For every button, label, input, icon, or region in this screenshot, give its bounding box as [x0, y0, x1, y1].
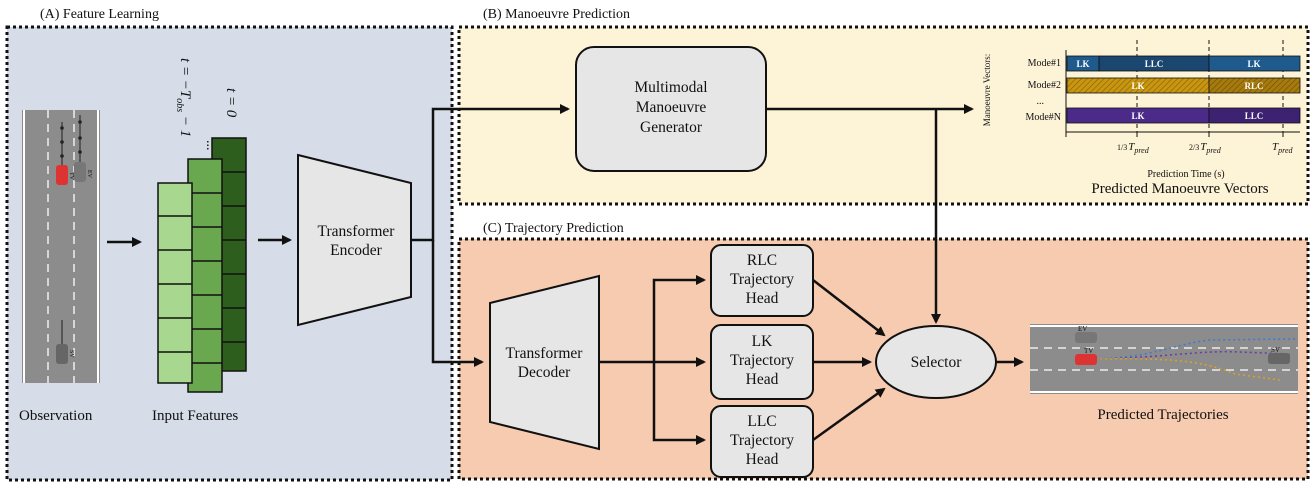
manoeuvre-vectors-axis-label: Manoeuvre Vectors:: [982, 54, 992, 127]
panel-a-title: (A) Feature Learning: [40, 7, 159, 22]
transformer-encoder-box: [297, 153, 412, 327]
mode-1-label: Mode#1: [1028, 58, 1061, 69]
ellipsis-label: ...: [203, 140, 218, 151]
encoder-to-generator-connector: [411, 104, 570, 242]
prediction-time-label: Prediction Time (s): [1147, 169, 1224, 180]
mode-1-segment-3: [1208, 55, 1301, 72]
sv-vehicle-icon: [56, 344, 68, 364]
predicted-trajectories-label: Predicted Trajectories: [1097, 407, 1228, 423]
llc-trajectory-head: [710, 405, 814, 478]
arrow-to-rlc-head: [652, 275, 706, 362]
sv-vehicle-icon-pred: [1268, 353, 1290, 364]
input-features-label: Input Features: [152, 408, 238, 424]
mode-2-label: Mode#2: [1028, 80, 1061, 91]
observation-road: EV TV SV: [22, 110, 100, 383]
mode-n-seg-2-text: LLC: [1245, 111, 1264, 121]
arrow-to-llc-head: [652, 362, 706, 445]
tick-full: Tpred: [1272, 141, 1293, 155]
tag-ev-observation: EV: [86, 170, 92, 179]
target-vehicle-icon-pred: [1075, 354, 1097, 365]
predicted-manoeuvre-vectors-label: Predicted Manoeuvre Vectors: [1091, 181, 1268, 197]
t-obs-label: t = −Tobs − 1: [174, 58, 193, 137]
target-vehicle-icon: [56, 165, 68, 185]
mode-2-seg-1-text: LK: [1131, 81, 1144, 91]
mode-n-seg-1-text: LK: [1131, 111, 1144, 121]
tag-sv-observation: SV: [68, 350, 74, 358]
t-zero-label: t = 0: [223, 88, 239, 118]
manoeuvre-vector-chart: Manoeuvre Vectors: Mode#1 Mode#2 ... Mod…: [982, 40, 1301, 180]
tag-ev-pred: EV: [1078, 325, 1087, 333]
transformer-decoder-box: [489, 274, 600, 451]
tag-tv-observation: TV: [68, 172, 74, 181]
tick-one-third: 1/3Tpred: [1117, 141, 1150, 155]
ev-vehicle-icon-pred: [1075, 332, 1097, 343]
arrow-rlc-to-selector: [812, 279, 886, 337]
mode-ellipsis-label: ...: [1037, 96, 1045, 107]
mode-2-seg-2-text: RLC: [1244, 81, 1263, 91]
tag-sv-pred: SV: [1271, 346, 1280, 354]
mode-1-seg-2-text: LLC: [1145, 59, 1164, 69]
tick-two-thirds: 2/3Tpred: [1189, 141, 1222, 155]
predicted-trajectories-road: EV TV SV: [1030, 324, 1298, 394]
ev-vehicle-icon: [74, 162, 86, 182]
input-feature-stack: [157, 137, 247, 393]
mode-n-label: Mode#N: [1025, 112, 1061, 123]
encoder-to-decoder-connector: [431, 240, 484, 367]
selector-label: Selector: [911, 354, 963, 371]
mode-1-seg-1-text: LK: [1076, 59, 1089, 69]
mode-n-segment-2: [1208, 107, 1301, 124]
arrow-llc-to-selector: [812, 387, 886, 442]
panel-c-title: (C) Trajectory Prediction: [483, 221, 624, 236]
observation-label: Observation: [19, 408, 93, 424]
panel-b-title: (B) Manoeuvre Prediction: [483, 7, 630, 22]
tag-tv-pred: TV: [1084, 347, 1093, 355]
mode-1-seg-3-text: LK: [1247, 59, 1260, 69]
